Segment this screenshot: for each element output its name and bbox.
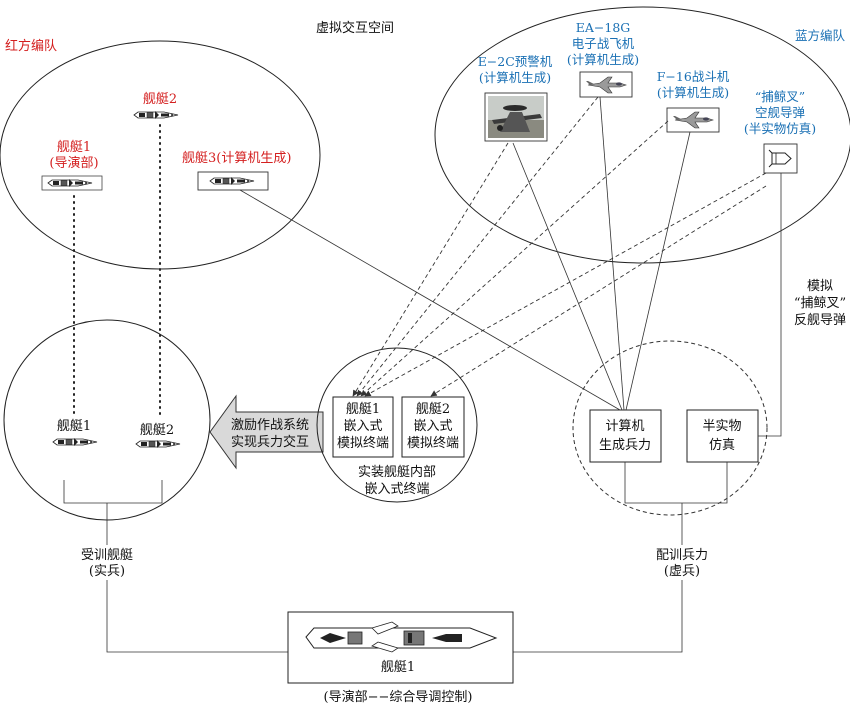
harpoon-line3: (半实物仿真) [744, 121, 816, 136]
trainee-label-2: (实兵) [89, 564, 125, 579]
terminal-2-line3: 模拟终端 [407, 435, 459, 451]
ea18g-unit: EA−18G 电子战飞机 (计算机生成) [567, 20, 639, 98]
terminal-2-line2: 嵌入式 [413, 419, 452, 434]
connectors [106, 96, 782, 653]
harpoon-line2: 空舰导弹 [755, 105, 805, 120]
warship-icon [52, 437, 98, 447]
warship-icon [133, 110, 179, 120]
incentive-arrow-line1: 激励作战系统 [231, 418, 309, 433]
embedded-label-1: 实装舰艇内部 [358, 464, 436, 480]
red-fleet-area: 红方编队 舰艇1 (导演部) 舰艇2 舰艇3(计算机生成) [0, 38, 321, 270]
missile-note: 模拟 “捕鲸叉” 反舰导弹 [794, 279, 846, 328]
red-ship-1-sub: (导演部) [49, 155, 98, 171]
control-flagship: 舰艇1 [287, 611, 514, 684]
training-forces-label-1: 配训兵力 [656, 548, 708, 563]
cgf-box [589, 409, 662, 463]
aew-aircraft-photo-icon [488, 96, 544, 138]
terminal-1-line3: 模拟终端 [337, 435, 389, 451]
blue-fleet-label: 蓝方编队 [795, 28, 846, 43]
semi-physical-line1: 半实物 [702, 419, 741, 434]
red-ship-2-label: 舰艇2 [143, 92, 177, 107]
missile-note-line2: “捕鲸叉” [794, 295, 846, 311]
trainee-ships-area: 舰艇1 舰艇2 受训舰艇 (实兵) [3, 319, 211, 579]
red-ship-1: 舰艇1 (导演部) [41, 140, 103, 191]
trainee-ship-2-label: 舰艇2 [140, 423, 174, 438]
embedded-terminal-area: 舰艇1 嵌入式 模拟终端 舰艇2 嵌入式 模拟终端 实装舰艇内部 嵌入式终端 [316, 347, 478, 503]
terminal-1-line2: 嵌入式 [343, 419, 382, 434]
incentive-arrow-line2: 实现兵力交互 [231, 434, 309, 450]
missile-note-line3: 反舰导弹 [794, 313, 846, 328]
harpoon-unit: “捕鲸叉” 空舰导弹 (半实物仿真) [744, 89, 816, 174]
flagship-label: 舰艇1 [381, 660, 415, 675]
control-caption: (导演部−−综合导调控制) [324, 689, 473, 705]
trainee-label-1: 受训舰艇 [81, 548, 133, 563]
terminal-2-line1: 舰艇2 [416, 402, 450, 417]
harpoon-line1: “捕鲸叉” [755, 89, 805, 104]
blue-fleet-area: 蓝方编队 E−2C预警机 (计算机生成) EA−18G 电子战飞机 (计算机生成… [434, 6, 850, 264]
trainee-ship-1-label: 舰艇1 [57, 419, 91, 434]
terminal-1-box [332, 396, 394, 458]
red-fleet-label: 红方编队 [5, 38, 57, 54]
semi-physical-box [686, 409, 759, 463]
ea18g-line1: EA−18G [576, 20, 631, 35]
incentive-arrow: 激励作战系统 实现兵力交互 [209, 394, 324, 470]
warship-icon [135, 439, 181, 449]
e2c-unit: E−2C预警机 (计算机生成) [478, 54, 553, 142]
missile-note-line1: 模拟 [807, 279, 833, 294]
f16-line2: (计算机生成) [657, 85, 729, 100]
flagship-topview-icon [305, 621, 498, 653]
e2c-line1: E−2C预警机 [478, 54, 553, 69]
cgf-line2: 生成兵力 [599, 438, 651, 453]
training-forces-label-2: (虚兵) [664, 564, 700, 579]
semi-physical-line2: 仿真 [709, 438, 735, 453]
red-ship-3: 舰艇3(计算机生成) [182, 151, 291, 191]
terminal-2-box [401, 396, 465, 458]
ea18g-line2: 电子战飞机 [572, 36, 635, 51]
training-forces-area: 计算机 生成兵力 半实物 仿真 配训兵力 (虚兵) [572, 340, 768, 579]
red-ship-1-label: 舰艇1 [57, 140, 91, 155]
virtual-space-title: 虚拟交互空间 [316, 20, 394, 36]
ea18g-line3: (计算机生成) [567, 52, 639, 67]
terminal-1-line1: 舰艇1 [346, 402, 380, 417]
cgf-line1: 计算机 [605, 419, 644, 434]
e2c-line2: (计算机生成) [479, 70, 551, 85]
missile-icon [768, 149, 792, 168]
red-ship-2: 舰艇2 [133, 92, 179, 120]
embedded-label-2: 嵌入式终端 [364, 481, 429, 497]
red-ship-3-label: 舰艇3(计算机生成) [182, 151, 291, 166]
f16-line1: F−16战斗机 [657, 69, 730, 84]
f16-unit: F−16战斗机 (计算机生成) [657, 69, 730, 133]
